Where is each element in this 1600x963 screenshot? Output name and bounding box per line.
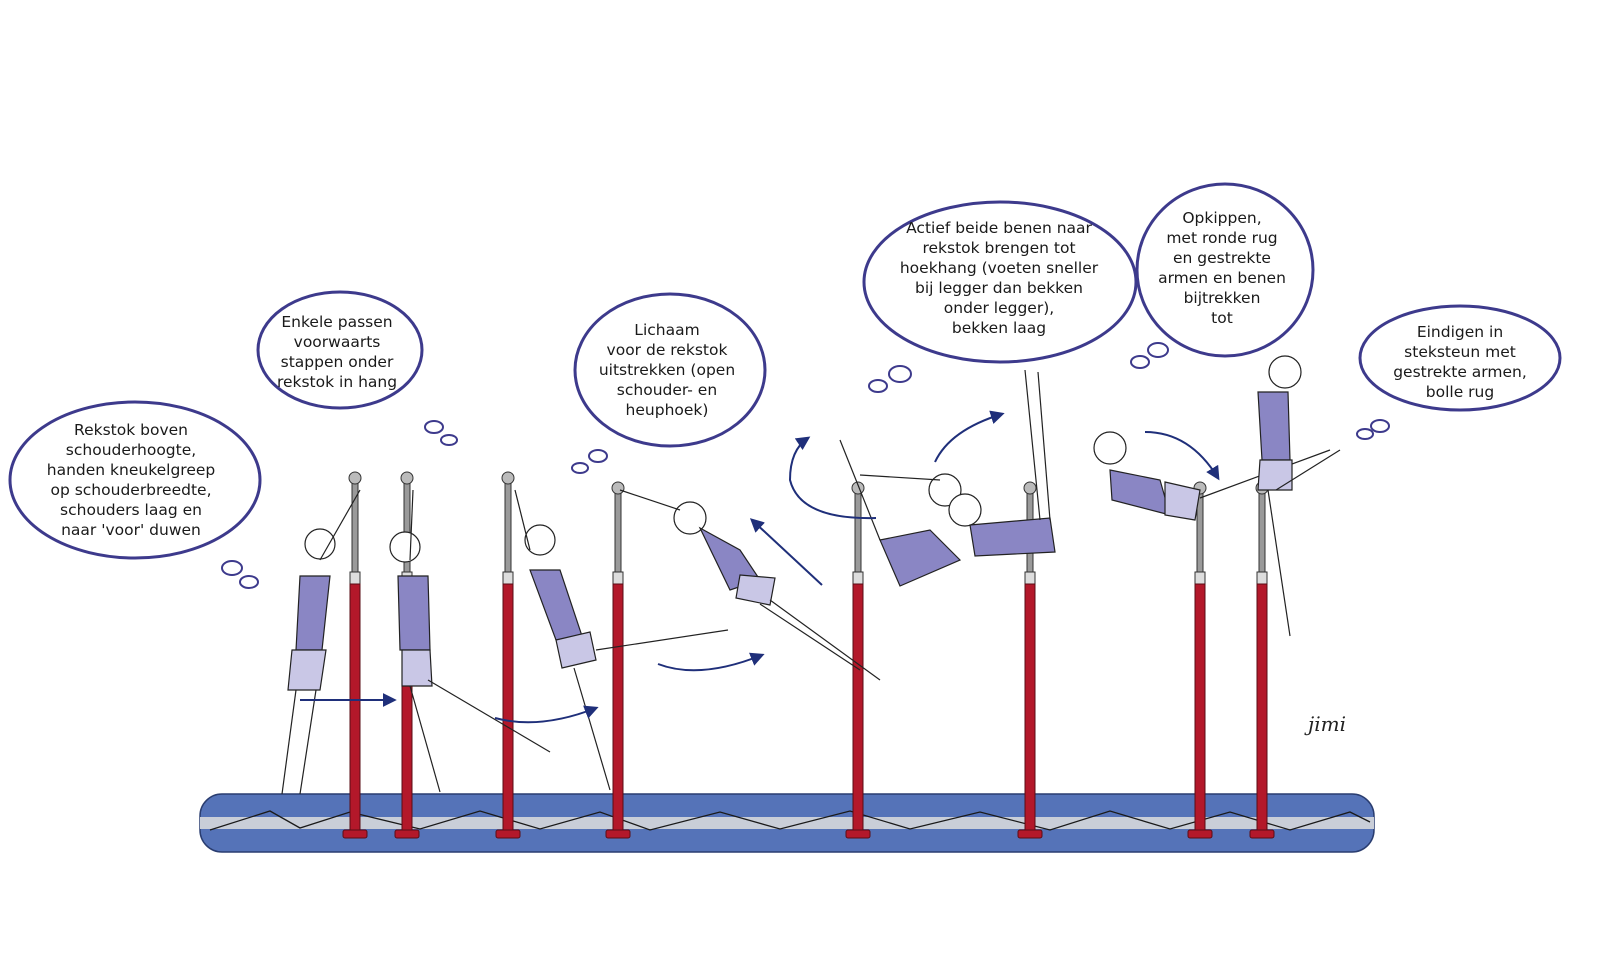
bubble-line: tot — [1211, 309, 1233, 327]
arrow-4 — [749, 518, 823, 586]
thought-bubble — [862, 200, 1138, 393]
bubble-line: uitstrekken (open — [598, 361, 736, 379]
bubble-line: en gestrekte — [1173, 249, 1271, 267]
bubble-line: met ronde rug — [1166, 229, 1278, 247]
bubble-line: bekken laag — [951, 319, 1047, 337]
bubble-step-1: Rekstok boven schouderhoogte, handen kne… — [47, 420, 215, 540]
bubble-line: bij legger dan bekken — [915, 279, 1083, 297]
gymnast-step-5 — [839, 439, 962, 587]
horizontal-bar-post — [342, 471, 368, 839]
bubble-line: heuphoek) — [625, 401, 709, 419]
gymnast-step-2 — [389, 489, 551, 793]
bubble-line: Enkele passen — [281, 313, 393, 331]
bubble-line: rekstok brengen tot — [922, 239, 1076, 257]
bubble-line: Lichaam — [634, 321, 700, 339]
bubble-line: Eindigen in — [1416, 323, 1504, 341]
bubble-line: schouder- en — [616, 381, 718, 399]
bubble-step-4: Actief beide benen naar rekstok brengen … — [900, 218, 1098, 338]
bubble-line: Actief beide benen naar — [906, 219, 1092, 237]
gymnast-step-7 — [1093, 431, 1331, 521]
bubble-line: hoekhang (voeten sneller — [899, 259, 1099, 277]
gymnast-step-8 — [1257, 355, 1341, 637]
gymnast-figures — [281, 355, 1341, 795]
movement-arrows — [300, 410, 1220, 724]
bubble-line: stappen onder — [280, 353, 394, 371]
bubble-line: schouderhoogte, — [65, 441, 197, 459]
horizontal-bar-post — [605, 481, 631, 839]
bubble-line: schouders laag en — [60, 501, 202, 519]
bubble-line: op schouderbreedte, — [50, 481, 212, 499]
bar-group — [342, 471, 1275, 839]
bubble-line: armen en benen — [1158, 269, 1286, 287]
gymnast-step-1 — [281, 489, 361, 795]
bubble-line: Rekstok boven — [74, 421, 188, 439]
thought-bubble — [1356, 304, 1562, 440]
bubble-line: Opkippen, — [1182, 209, 1262, 227]
thought-bubble — [8, 400, 262, 589]
horizontal-bar-post — [1249, 481, 1275, 839]
horizontal-bar-post — [495, 471, 521, 839]
bubble-step-6: Eindigen in steksteun met gestrekte arme… — [1393, 322, 1527, 402]
arrow-7 — [1144, 431, 1220, 481]
arrow-5 — [788, 436, 877, 520]
gymnast-step-4 — [619, 489, 881, 681]
arrow-6 — [934, 410, 1005, 463]
bubble-line: rekstok in hang — [276, 373, 398, 391]
bubble-line: handen kneukelgreep — [46, 461, 216, 479]
bubble-step-5: Opkippen, met ronde rug en gestrekte arm… — [1158, 208, 1286, 328]
gymnast-step-3 — [514, 489, 729, 791]
bubble-line: voorwaarts — [293, 333, 381, 351]
bubble-line: bolle rug — [1425, 383, 1495, 401]
bubble-line: naar 'voor' duwen — [61, 521, 201, 539]
bubble-group — [8, 182, 1562, 589]
gymnast-step-6 — [948, 369, 1056, 557]
bubble-line: gestrekte armen, — [1393, 363, 1527, 381]
thought-bubble — [571, 292, 767, 474]
arrow-2 — [494, 705, 599, 724]
bubble-line: onder legger), — [943, 299, 1055, 317]
artist-signature: jimi — [1308, 712, 1346, 736]
floor-mat — [199, 793, 1375, 853]
horizontal-bar-post — [845, 481, 871, 839]
arrow-3 — [657, 652, 765, 672]
bubble-line: steksteun met — [1404, 343, 1516, 361]
bubble-step-3: Lichaam voor de rekstok uitstrekken (ope… — [599, 320, 735, 420]
bubble-step-2: Enkele passen voorwaarts stappen onder r… — [277, 312, 397, 392]
thought-bubble — [256, 290, 458, 446]
thought-bubble — [1130, 182, 1315, 369]
bubble-line: voor de rekstok — [606, 341, 728, 359]
bubble-line: bijtrekken — [1183, 289, 1261, 307]
horizontal-bar-post — [1187, 481, 1213, 839]
